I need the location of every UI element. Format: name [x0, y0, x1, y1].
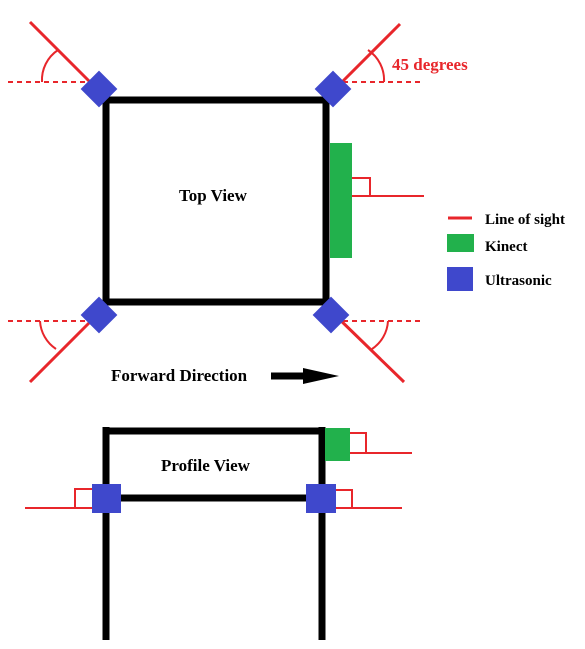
- profile-view-title: Profile View: [161, 456, 251, 475]
- kinect-line-of-sight-top: [352, 177, 424, 197]
- top-view: Top View 45 degrees Forward Direction: [8, 20, 468, 385]
- ultrasonic-sensor-bottom-left: [80, 296, 118, 334]
- angle-arc-bottom-right: [371, 320, 389, 350]
- top-view-reference-lines: [8, 81, 424, 322]
- legend: Line of sight Kinect Ultrasonic: [447, 212, 565, 291]
- ultrasonic-sensor-top-left: [80, 70, 118, 108]
- legend-swatch-kinect: [447, 234, 474, 252]
- profile-view-frame: [102, 427, 326, 640]
- angle-arc-top-right: [367, 49, 386, 83]
- forward-direction-arrow-icon: [271, 368, 339, 384]
- top-view-lines-of-sight: [28, 20, 406, 384]
- legend-swatch-ultrasonic: [447, 267, 473, 291]
- legend-label-kinect: Kinect: [485, 239, 528, 255]
- angle-arc-top-left: [40, 49, 59, 83]
- kinect-sensor-profile: [325, 428, 350, 461]
- ultrasonic-sensor-top-right: [314, 70, 352, 108]
- top-view-angle-arcs: [39, 49, 389, 350]
- line-of-sight-bottom-right: [332, 312, 406, 384]
- angle-arc-bottom-left: [39, 320, 57, 350]
- profile-view: Profile View: [25, 427, 412, 640]
- legend-label-ultrasonic: Ultrasonic: [485, 273, 552, 289]
- kinect-sensor-top: [330, 143, 352, 258]
- line-of-sight-bottom-left: [28, 312, 100, 384]
- top-view-ultrasonic-sensors: [80, 70, 352, 334]
- ultrasonic-sensor-profile-left: [92, 484, 121, 513]
- profile-view-lines-of-sight: [25, 432, 412, 509]
- top-view-frame: [102, 96, 330, 306]
- top-view-title: Top View: [179, 186, 248, 205]
- ultrasonic-sensor-profile-right: [306, 484, 336, 513]
- angle-label: 45 degrees: [392, 55, 468, 74]
- line-of-sight-top-right: [332, 22, 402, 92]
- ultrasonic-sensor-bottom-right: [312, 296, 350, 334]
- line-of-sight-top-left: [28, 20, 100, 92]
- legend-label-line-of-sight: Line of sight: [485, 212, 565, 228]
- forward-direction-label: Forward Direction: [111, 366, 248, 385]
